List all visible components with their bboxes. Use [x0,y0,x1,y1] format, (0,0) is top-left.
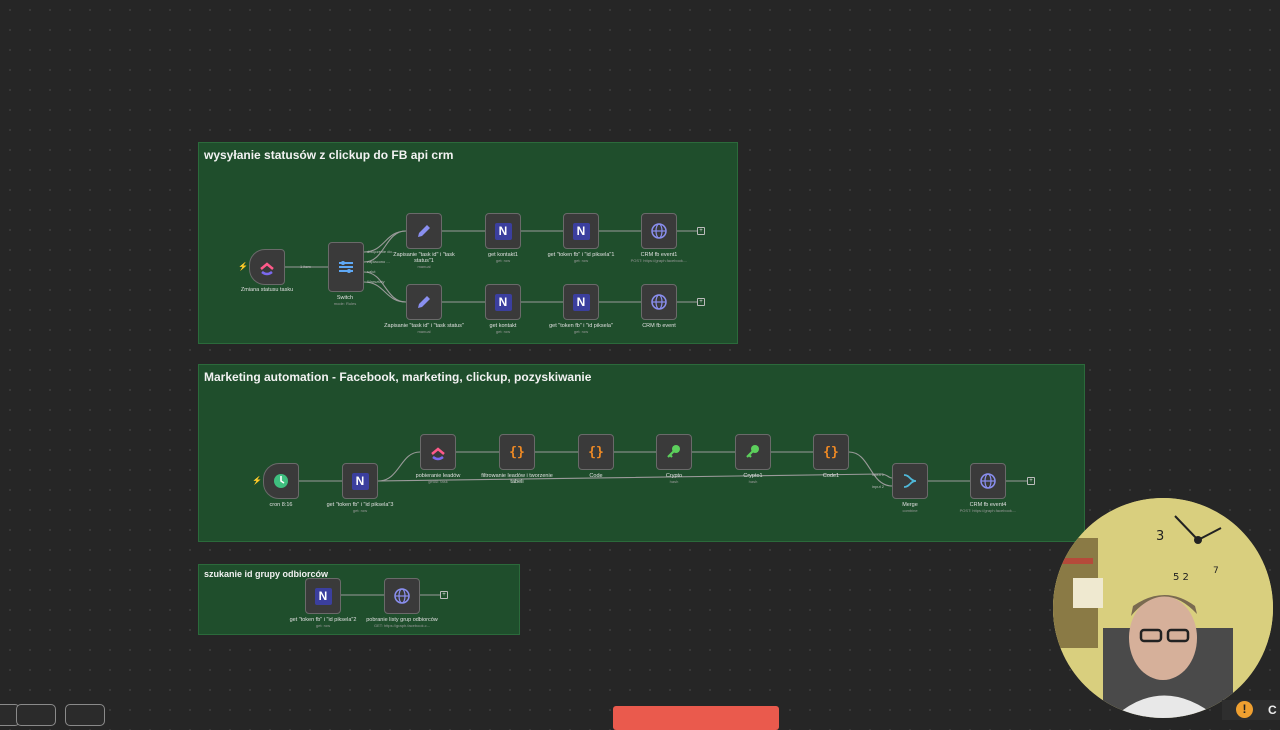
sticky-note-audience-groups[interactable]: szukanie id grupy odbiorców [198,564,520,635]
node-label: Code1 [822,473,840,479]
corner-label: C [1268,703,1277,717]
node-get-token[interactable]: N [563,284,599,320]
code-icon: {} [588,444,604,460]
node-code[interactable]: {} [578,434,614,470]
edge-item-count: 1 item [300,264,311,269]
node-crypto-1[interactable] [735,434,771,470]
webcam-image: 3 5 2 7 [1053,498,1273,718]
nocodb-icon: N [494,222,512,240]
sticky-note-marketing-automation[interactable]: Marketing automation - Facebook, marketi… [198,364,1085,542]
node-crm-fb-event-1[interactable] [641,213,677,249]
node-label: Zmiana statusu tasku [240,287,294,293]
pencil-icon [413,291,435,313]
sticky-title: szukanie id grupy odbiorców [204,569,329,579]
node-fetch-leads[interactable] [420,434,456,470]
nocodb-icon: N [572,293,590,311]
add-node-button[interactable]: + [697,227,705,235]
trigger-bolt-icon: ⚡ [238,262,248,271]
trigger-bolt-icon: ⚡ [252,476,262,485]
node-merge[interactable] [892,463,928,499]
undo-button[interactable] [16,704,56,726]
node-label: CRM fb event [642,323,676,329]
switch-output-label: Warsztaty [367,279,385,284]
merge-input-label: input 2 [872,484,885,489]
node-get-token-3[interactable]: N [342,463,378,499]
key-icon [742,441,764,463]
sticky-title: wysyłanie statusów z clickup do FB api c… [204,148,454,162]
clock-icon [270,470,292,492]
globe-icon [977,470,999,492]
merge-input-label: input 1 [872,472,885,477]
zoom-button[interactable] [65,704,105,726]
merge-icon [899,470,921,492]
node-filter-leads[interactable]: {} [499,434,535,470]
nocodb-icon: N [572,222,590,240]
node-crm-fb-event-4[interactable] [970,463,1006,499]
warning-icon[interactable]: ! [1236,701,1253,718]
node-label: Code [589,473,603,479]
node-code-1[interactable]: {} [813,434,849,470]
node-fetch-audience-groups[interactable] [384,578,420,614]
node-get-token-1[interactable]: N [563,213,599,249]
code-icon: {} [509,444,525,460]
nocodb-icon: N [494,293,512,311]
code-icon: {} [823,444,839,460]
switch-icon [335,256,357,278]
add-node-button[interactable]: + [697,298,705,306]
sticky-title: Marketing automation - Facebook, marketi… [204,370,592,384]
node-get-kontakt[interactable]: N [485,284,521,320]
node-cron[interactable] [263,463,299,499]
node-set-task-1[interactable] [406,213,442,249]
globe-icon [391,585,413,607]
node-label: Zapisanie "task id" i "task status"manua… [384,323,464,334]
clickup-icon [256,256,278,278]
node-label: cron 8:16 [269,502,293,508]
switch-output-label: dołączenie do... [367,249,396,254]
add-node-button[interactable]: + [440,591,448,599]
execute-workflow-button[interactable] [613,706,779,730]
key-icon [663,441,685,463]
nocodb-icon: N [314,587,332,605]
globe-icon [648,291,670,313]
nocodb-icon: N [351,472,369,490]
node-crypto[interactable] [656,434,692,470]
node-label: get "token fb" i "id piksela"get: row [549,323,613,334]
node-get-kontakt-1[interactable]: N [485,213,521,249]
node-set-task[interactable] [406,284,442,320]
switch-output-label: salut [367,269,376,274]
svg-text:3: 3 [1156,529,1164,544]
svg-text:7: 7 [1213,566,1219,576]
switch-output-label: zapłacono ... [367,259,390,264]
node-get-token-2[interactable]: N [305,578,341,614]
node-switch[interactable] [328,242,364,292]
node-status-change-trigger[interactable] [249,249,285,285]
node-crm-fb-event[interactable] [641,284,677,320]
webcam-overlay: 3 5 2 7 [1053,498,1273,718]
svg-text:5 2: 5 2 [1173,572,1189,583]
globe-icon [648,220,670,242]
node-label: filtrowanie leadów i tworzenie tabeli [481,473,553,485]
pencil-icon [413,220,435,242]
add-node-button[interactable]: + [1027,477,1035,485]
clickup-icon [427,441,449,463]
